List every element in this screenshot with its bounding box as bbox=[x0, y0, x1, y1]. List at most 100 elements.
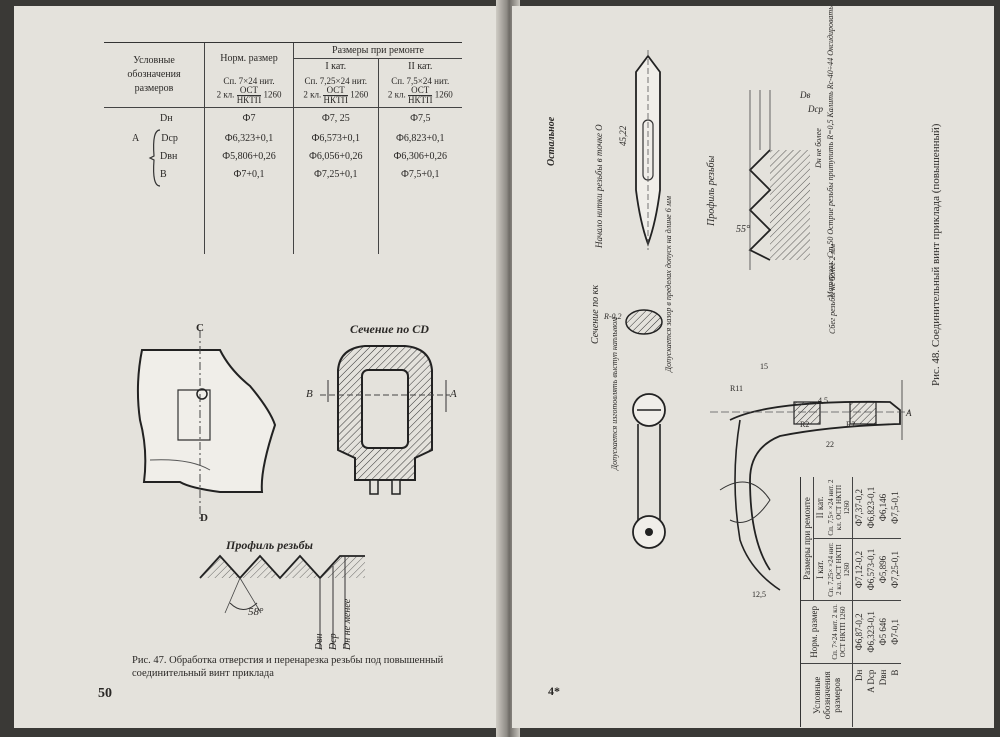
ovality-note: Допускается изготовлять выступ наплывом bbox=[610, 317, 619, 470]
group-label: A bbox=[132, 133, 140, 144]
ost-label: ОСТ bbox=[236, 86, 262, 96]
r-label: R-0,2 bbox=[604, 312, 622, 321]
dim-r2-a: R2 bbox=[800, 420, 810, 429]
row-cat1: Ф6,056+0,26 bbox=[293, 147, 379, 166]
thread-profile-drawing bbox=[199, 554, 365, 648]
rt-row-name-group: A Dср bbox=[865, 663, 877, 727]
right-thread-profile bbox=[748, 90, 810, 270]
rt-row-nominal: Ф5 646 bbox=[877, 600, 889, 664]
ost-label: ОСТ bbox=[407, 86, 433, 96]
rt-header-cat2: II кат. bbox=[813, 477, 826, 539]
d-label-dv: Dв bbox=[800, 90, 811, 100]
label-d: D bbox=[200, 512, 208, 524]
screw-front-view bbox=[632, 393, 666, 549]
spec-class: 2 кл. bbox=[216, 89, 235, 100]
repair-sizes-table: Условные обозначения размеров Норм. разм… bbox=[104, 42, 462, 254]
right-repair-table: Условные обозначения размеров Норм. разм… bbox=[800, 477, 901, 727]
row-cat1: Ф7, 25 bbox=[293, 107, 379, 130]
ost-number: 1260 bbox=[263, 89, 282, 100]
ost-label: ОСТ bbox=[323, 86, 348, 96]
rt-header-cat1: I кат. bbox=[813, 538, 826, 601]
section-kk-label: Сечение по кк bbox=[590, 284, 601, 344]
spec-class: 2 кл. bbox=[387, 89, 406, 100]
dim-45-22: 45,22 bbox=[618, 125, 628, 146]
label-c: C bbox=[196, 322, 204, 334]
screw-top-view bbox=[635, 50, 661, 250]
dim-12-5: 12,5 bbox=[752, 590, 766, 599]
rt-spec-nominal: Сп. 7×24 нит. 2 кл. ОСТ НКТП 1260 bbox=[826, 600, 853, 664]
row-cat1: Ф6,573+0,1 bbox=[293, 129, 379, 148]
angle-55: 55° bbox=[736, 224, 750, 235]
row-cat2: Ф7,5 bbox=[377, 107, 462, 130]
thread-start-note: Начало нитки резьбы в точке О bbox=[594, 124, 604, 248]
dim-a: A bbox=[906, 408, 912, 418]
rt-row-cat2: Ф7,5-0,1 bbox=[889, 477, 901, 539]
d-label-dsr: Dср bbox=[808, 104, 823, 114]
row-name: Dср bbox=[161, 133, 178, 144]
dim-4-5: 4,5 bbox=[818, 396, 828, 405]
rt-row-cat2: Ф7,37-0,2 bbox=[852, 477, 865, 539]
figure-47-caption: Рис. 47. Обработка отверстия и перенарез… bbox=[132, 655, 444, 679]
table-header-cat1: I кат. bbox=[293, 58, 379, 74]
table-header-nominal: Норм. размер bbox=[204, 42, 294, 74]
row-name: Dвн bbox=[160, 151, 178, 162]
d-vn-label: Dвн bbox=[314, 633, 325, 650]
rt-header-repair: Размеры при ремонте bbox=[800, 477, 814, 601]
row-name: B bbox=[160, 169, 167, 180]
row-cat2: Ф7,5+0,1 bbox=[377, 165, 462, 184]
spec-nominal-text: Сп. 7×24 нит. bbox=[223, 76, 275, 86]
rt-row-cat2: Ф6,146 bbox=[877, 477, 889, 539]
section-cd-title: Сечение по CD bbox=[350, 322, 429, 336]
row-cat1: Ф7,25+0,1 bbox=[293, 165, 379, 184]
thread-profile-title: Профиль резьбы bbox=[226, 538, 313, 552]
screw-side-drawing bbox=[710, 380, 910, 591]
row-cat2: Ф6,823+0,1 bbox=[377, 129, 462, 148]
table-header-conditional: Условные обозначения размеров bbox=[104, 42, 205, 108]
table-header-cat2: II кат. bbox=[377, 58, 462, 74]
rt-row-cat1: Ф7,25-0,1 bbox=[889, 538, 901, 601]
row-nominal: Ф5,806+0,26 bbox=[204, 147, 294, 166]
rt-spec-cat1: Сп. 7,25× ×24 нит. 2 кл. ОСТ НКТП 1260 bbox=[826, 538, 853, 601]
d-n-min-label: Dн не менее bbox=[342, 598, 353, 650]
rt-row-cat1: Ф5,896 bbox=[877, 538, 889, 601]
angle-58: 58° bbox=[248, 606, 264, 618]
nktp-label: НКТП bbox=[323, 95, 348, 105]
finish-note: Остальное bbox=[546, 116, 557, 166]
right-table-wrapper: Условные обозначения размеров Норм. разм… bbox=[800, 477, 901, 727]
rt-row-nominal: Ф7-0,1 bbox=[889, 600, 901, 664]
spec-cat2-text: Сп. 7,5×24 нит. bbox=[391, 76, 450, 86]
rt-row-cat1: Ф7,12-0,2 bbox=[852, 538, 865, 601]
dim-r2-b: R2 bbox=[846, 420, 856, 429]
gap-note: Допускается зазор в пределах допуск на д… bbox=[664, 196, 673, 372]
d-sr-label: Dср bbox=[328, 633, 339, 650]
row-nominal: Ф6,323+0,1 bbox=[204, 129, 294, 148]
rt-row-cat2: Ф6,823-0,1 bbox=[865, 477, 877, 539]
row-name-group: A Dср bbox=[104, 130, 205, 148]
stock-drawing bbox=[136, 330, 277, 520]
dim-15: 15 bbox=[760, 362, 768, 371]
section-kk-drawing bbox=[625, 309, 663, 335]
ost-number: 1260 bbox=[350, 89, 369, 100]
rt-row-nominal: Ф6,323-0,1 bbox=[865, 600, 877, 664]
row-nominal: Ф7 bbox=[204, 107, 294, 130]
rt-row-name: Dср bbox=[866, 669, 876, 685]
dim-22: 22 bbox=[826, 440, 834, 449]
figure-48-caption: Рис. 48. Соединительный винт приклада (п… bbox=[930, 123, 942, 386]
rt-row-nominal: Ф6,87-0,2 bbox=[852, 600, 865, 664]
table-header-repair: Размеры при ремонте bbox=[293, 42, 462, 59]
right-page bbox=[512, 6, 994, 728]
dim-r11: R11 bbox=[730, 384, 744, 393]
row-nominal: Ф7+0,1 bbox=[204, 165, 294, 184]
rt-row-name: Dвн bbox=[878, 669, 888, 686]
d-label-dn-max: Dн не более bbox=[814, 128, 823, 168]
rt-header-nominal: Норм. размер bbox=[800, 600, 826, 664]
row-name: Dн bbox=[160, 113, 173, 125]
rt-row-cat1: Ф6,573-0,1 bbox=[865, 538, 877, 601]
